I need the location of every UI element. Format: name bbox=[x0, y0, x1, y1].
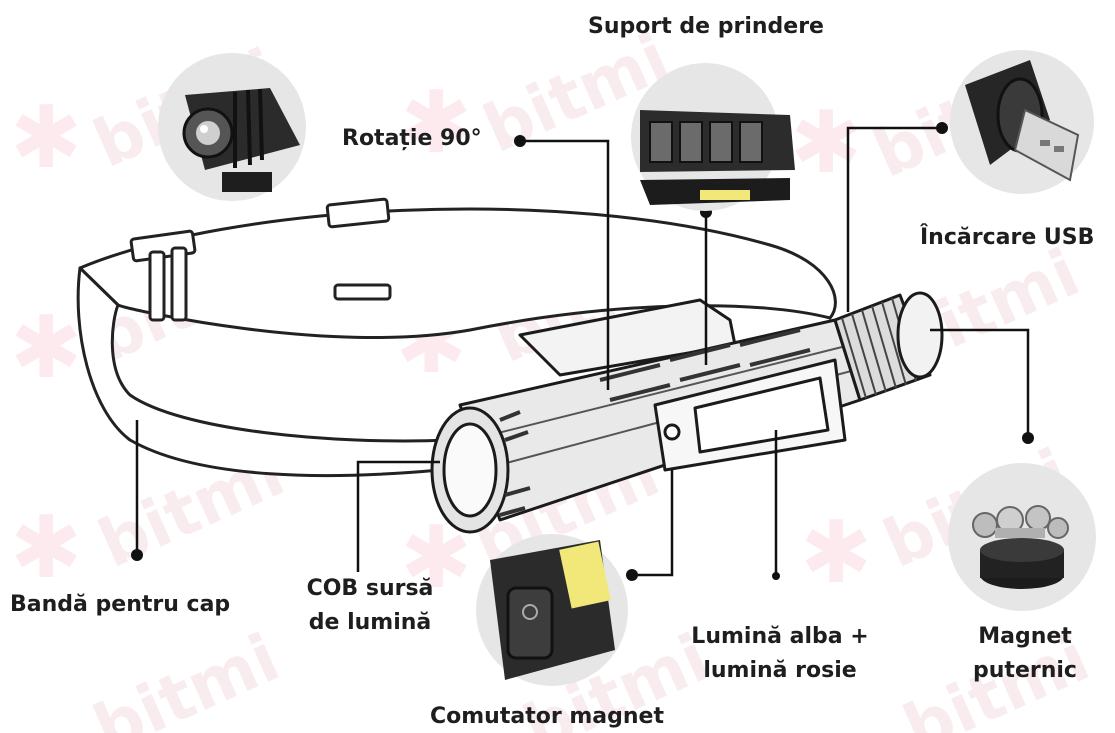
detail-circle-usb bbox=[950, 50, 1094, 194]
label-head-band: Bandă pentru cap bbox=[10, 592, 231, 617]
label-cob-light: COB sursă de lumină bbox=[290, 572, 450, 640]
detail-circle-magnet bbox=[948, 463, 1096, 611]
detail-circle-lamp-head bbox=[158, 53, 306, 201]
detail-circle-switch bbox=[476, 534, 628, 686]
label-light-modes: Lumină alba + lumină rosie bbox=[690, 620, 870, 688]
label-magnet-line1: Magnet bbox=[978, 624, 1072, 649]
label-mount: Suport de prindere bbox=[588, 14, 824, 39]
label-cob-line1: COB sursă bbox=[306, 576, 434, 601]
label-light-line2: lumină rosie bbox=[703, 658, 857, 683]
label-magnet-switch: Comutator magnet bbox=[430, 704, 664, 729]
label-magnet: Magnet puternic bbox=[960, 620, 1090, 688]
label-usb-charging: Încărcare USB bbox=[920, 225, 1095, 250]
band-buckle bbox=[129, 197, 392, 322]
head-band bbox=[76, 207, 837, 478]
label-rotation: Rotație 90° bbox=[342, 126, 482, 151]
label-cob-line2: de lumină bbox=[308, 610, 432, 635]
callout-lines bbox=[135, 126, 1030, 577]
label-light-line1: Lumină alba + bbox=[691, 624, 869, 649]
lamp-body bbox=[430, 291, 944, 534]
label-magnet-line2: puternic bbox=[973, 658, 1077, 683]
detail-circle-mount bbox=[631, 63, 795, 211]
